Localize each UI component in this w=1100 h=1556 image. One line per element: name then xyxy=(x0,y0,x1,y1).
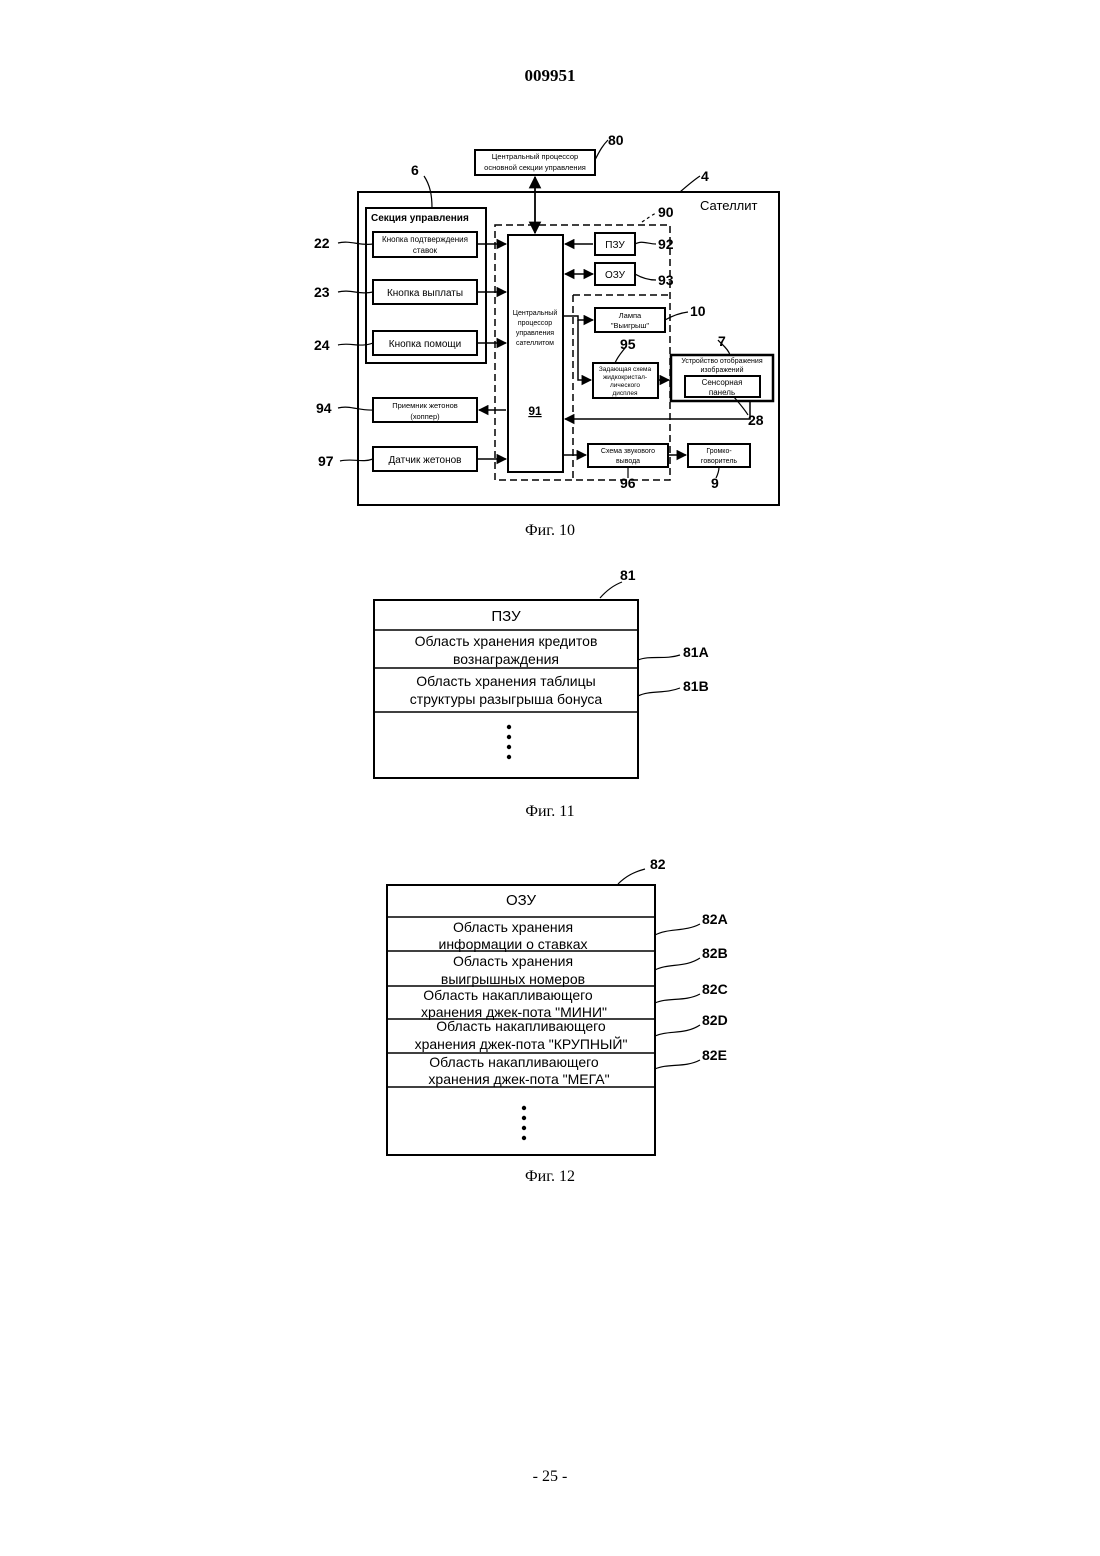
ram-row-4-line-1: Область накапливающего xyxy=(436,1018,606,1034)
ref-82: 82 xyxy=(650,856,666,872)
ref-82a: 82A xyxy=(702,911,728,927)
ram-table-title: ОЗУ xyxy=(506,892,537,909)
ref-82c: 82C xyxy=(702,981,728,997)
ram-row-5-line-2: хранения джек-пота "МЕГА" xyxy=(428,1071,609,1087)
ram-row-3-line-1: Область накапливающего xyxy=(423,987,593,1003)
ref-82d: 82D xyxy=(702,1012,728,1028)
ram-row-1-line-1: Область хранения xyxy=(453,919,573,935)
ram-row-2-line-2: выигрышных номеров xyxy=(441,971,585,987)
ram-row-5-line-1: Область накапливающего xyxy=(429,1054,599,1070)
fig12-caption: Фиг. 12 xyxy=(450,1168,650,1186)
ellipsis-dots xyxy=(522,1106,526,1140)
ram-row-1-line-2: информации о ставках xyxy=(439,936,588,952)
ram-row-2-line-1: Область хранения xyxy=(453,953,573,969)
ref-82b: 82B xyxy=(702,945,728,961)
ref-82e: 82E xyxy=(702,1047,727,1063)
ram-row-4-line-2: хранения джек-пота "КРУПНЫЙ" xyxy=(415,1035,628,1052)
